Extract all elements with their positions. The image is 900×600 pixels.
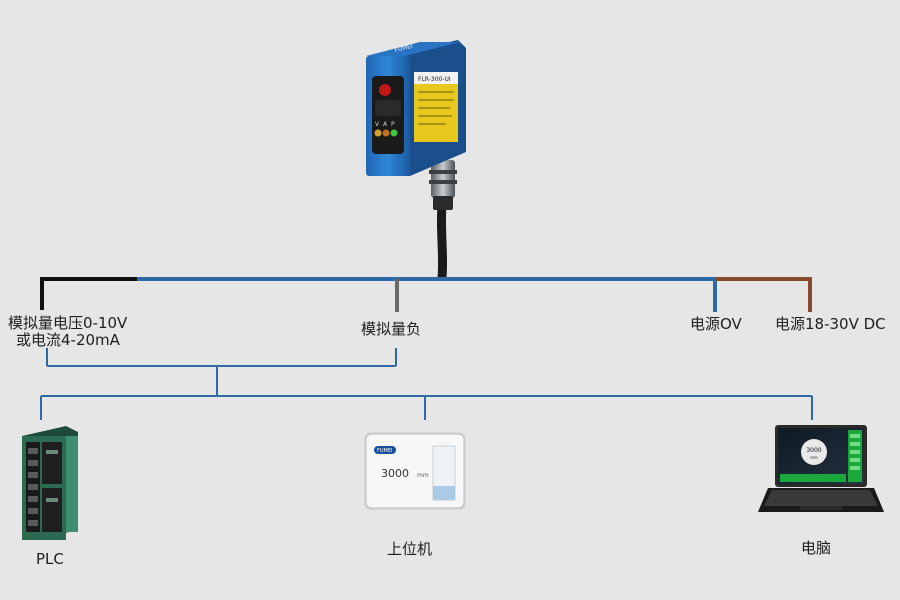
sensor-brand: FUMEI xyxy=(394,43,414,54)
wire-signal-label-line2: 或电流4-20mA xyxy=(16,331,120,349)
wire-signal-label: 模拟量电压0-10V 或电流4-20mA xyxy=(8,315,127,349)
indicator-v xyxy=(374,129,382,137)
indicator-a xyxy=(382,129,390,137)
wire-signal-label-line1: 模拟量电压0-10V xyxy=(8,314,128,332)
svg-text:P: P xyxy=(391,121,395,128)
signal-distribution xyxy=(40,348,813,420)
svg-text:V: V xyxy=(375,121,380,128)
wire-bus xyxy=(40,277,812,312)
plc-label: PLC xyxy=(36,550,64,568)
host-display-value: 3000 xyxy=(381,467,409,480)
laptop-label: 电脑 xyxy=(801,539,832,557)
wire-power-label: 电源18-30V DC xyxy=(775,315,886,333)
sensor-cable xyxy=(436,204,448,279)
laser-aperture xyxy=(379,84,391,96)
host-display-device: FUMEI 3000 mm xyxy=(364,432,466,510)
laptop-screen-unit: mm xyxy=(810,455,818,460)
laptop-gauge xyxy=(801,439,827,465)
host-level-bar xyxy=(433,486,455,500)
wire-negative-label: 模拟量负 xyxy=(361,320,422,338)
laptop-device: 3000 mm xyxy=(758,425,884,512)
host-brand: FUMEI xyxy=(377,448,392,454)
plc-device xyxy=(22,426,78,540)
wire-0v-label: 电源OV xyxy=(690,315,742,333)
sensor-model: FLR-300-UI xyxy=(418,76,451,83)
sensor-connector xyxy=(431,160,455,198)
host-label: 上位机 xyxy=(387,540,433,558)
indicator-p xyxy=(390,129,398,137)
svg-text:A: A xyxy=(383,121,388,128)
host-display-unit: mm xyxy=(417,472,429,479)
laptop-screen-value: 3000 xyxy=(806,447,821,454)
laser-sensor: V A P FUMEI FLR-300-UI xyxy=(366,40,466,279)
